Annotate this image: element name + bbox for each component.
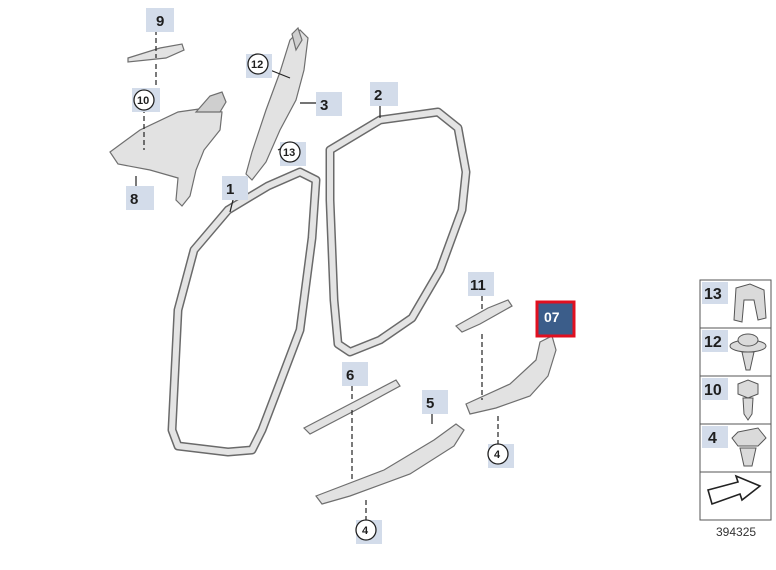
callout-6[interactable]: 6 xyxy=(342,362,368,386)
callout-6-text: 6 xyxy=(346,367,354,384)
legend-item-13-number: 13 xyxy=(704,286,722,303)
seal-part-2[interactable] xyxy=(325,107,471,357)
trim-part-5[interactable] xyxy=(315,423,465,505)
highlight-callout-07-text: 07 xyxy=(544,309,560,325)
trim-part-9[interactable] xyxy=(127,43,185,63)
trim-part-6[interactable] xyxy=(302,379,401,435)
legend-item-4[interactable]: 4 xyxy=(702,426,767,467)
callout-13[interactable]: 13 xyxy=(279,141,306,166)
legend-item-4-number: 4 xyxy=(708,430,717,447)
callout-4-rear-text: 4 xyxy=(494,449,501,461)
legend-item-12[interactable]: 12 xyxy=(702,330,767,371)
callout-3[interactable]: 3 xyxy=(316,92,342,116)
arrow-icon xyxy=(707,474,762,506)
diagram-id: 394325 xyxy=(716,525,756,539)
callout-11-text: 11 xyxy=(470,277,486,294)
callout-12-text: 12 xyxy=(251,59,263,71)
trim-part-3[interactable] xyxy=(245,26,309,181)
callout-3-text: 3 xyxy=(320,97,328,114)
clip-13-icon xyxy=(733,283,767,323)
clip-12-icon xyxy=(729,333,767,371)
callout-2[interactable]: 2 xyxy=(370,82,398,106)
legend-item-10-number: 10 xyxy=(704,382,722,399)
callout-10[interactable]: 10 xyxy=(132,88,160,112)
legend-item-10[interactable]: 10 xyxy=(702,378,759,421)
highlight-callout-07[interactable]: 07 xyxy=(535,300,576,338)
callout-4-front-text: 4 xyxy=(362,525,369,537)
callout-9[interactable]: 9 xyxy=(146,8,174,32)
callout-11[interactable]: 11 xyxy=(468,272,494,296)
callout-5[interactable]: 5 xyxy=(422,390,448,414)
fastener-legend: 13 12 10 4 xyxy=(699,279,772,521)
callout-1[interactable]: 1 xyxy=(222,176,248,200)
callout-13-text: 13 xyxy=(283,147,295,159)
callout-12[interactable]: 12 xyxy=(246,53,272,78)
callout-10-text: 10 xyxy=(137,95,149,107)
callout-4-rear[interactable]: 4 xyxy=(487,443,514,468)
screw-10-icon xyxy=(737,379,759,421)
legend-item-13[interactable]: 13 xyxy=(702,282,767,323)
clip-4-icon xyxy=(731,427,767,467)
seal-part-1[interactable] xyxy=(167,167,321,457)
callout-8-text: 8 xyxy=(130,191,138,208)
legend-item-12-number: 12 xyxy=(704,334,722,351)
callout-8[interactable]: 8 xyxy=(126,186,154,210)
trim-part-11[interactable] xyxy=(455,299,513,333)
callout-5-text: 5 xyxy=(426,395,434,412)
callout-9-text: 9 xyxy=(156,13,164,30)
trim-part-07[interactable] xyxy=(465,335,557,415)
callout-2-text: 2 xyxy=(374,87,382,104)
callout-4-front[interactable]: 4 xyxy=(355,519,382,544)
trim-part-8[interactable] xyxy=(109,91,227,207)
callout-1-text: 1 xyxy=(226,181,234,198)
